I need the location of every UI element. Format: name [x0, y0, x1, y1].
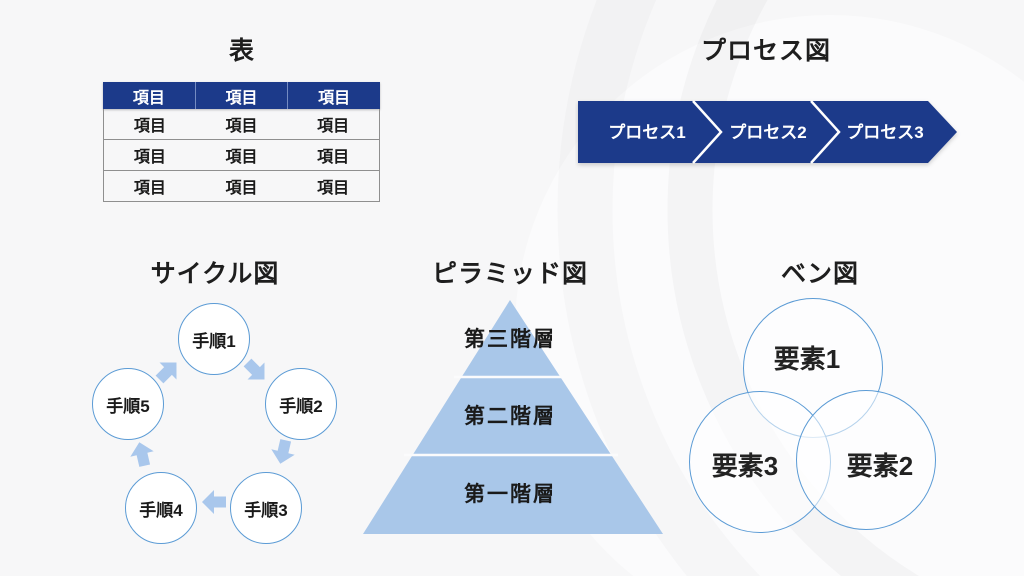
pyramid-section-title: ピラミッド図	[431, 260, 588, 288]
cycle-arrow-icon	[201, 489, 227, 515]
pyramid-level-label: 第三階層	[464, 328, 556, 351]
table-cell: 項目	[133, 180, 166, 197]
table-cell: 項目	[133, 118, 166, 135]
table-cell: 項目	[133, 149, 166, 166]
table-cell: 項目	[317, 149, 350, 166]
cycle-step-circle: 手順3	[230, 472, 302, 544]
cycle-step-circle: 手順2	[265, 368, 337, 440]
table-cell: 項目	[317, 118, 350, 135]
cycle-arrow-icon	[238, 353, 275, 390]
table-cell: 項目	[225, 149, 258, 166]
table-row: 項目 項目 項目	[104, 171, 379, 202]
process-separator	[692, 100, 723, 164]
table-header-cell: 項目	[318, 89, 351, 107]
table-header-row: 項目 項目 項目	[103, 82, 380, 109]
table-header-cell: 項目	[103, 82, 196, 109]
process-separator	[810, 100, 841, 164]
pyramid-diagram	[363, 300, 663, 534]
process-chevron-band	[578, 101, 957, 163]
table-header-cell: 項目	[196, 82, 289, 109]
process-step-label: プロセス2	[729, 122, 806, 142]
table-cell: 項目	[317, 180, 350, 197]
table-cell: 項目	[225, 180, 258, 197]
process-step-label: プロセス3	[846, 122, 923, 142]
pyramid-level-label: 第一階層	[464, 483, 556, 506]
pyramid-shape	[363, 300, 663, 534]
table-row: 項目 項目 項目	[104, 109, 379, 140]
process-chevron-diagram: プロセス1 プロセス2 プロセス3	[578, 100, 957, 164]
cycle-section-title: サイクル図	[150, 260, 280, 288]
cycle-arrow-icon	[126, 438, 157, 469]
venn-set-label: 要素2	[846, 451, 914, 481]
table-body: 項目 項目 項目 項目 項目 項目 項目 項目 項目	[103, 109, 380, 202]
venn-set-label: 要素1	[773, 344, 841, 374]
venn-circle-bottom-right	[796, 390, 936, 530]
sample-table: 項目 項目 項目 項目 項目 項目 項目 項目 項目 項目 項目 項目	[103, 82, 380, 202]
table-section-title: 表	[228, 37, 255, 65]
cycle-step-circle: 手順4	[125, 472, 197, 544]
cycle-arrow-icon	[267, 436, 298, 467]
cycle-arrow-icon	[150, 353, 187, 390]
venn-section-title: ベン図	[780, 260, 859, 288]
cycle-step-circle: 手順5	[92, 368, 164, 440]
table-cell: 項目	[225, 118, 258, 135]
process-section-title: プロセス図	[700, 37, 831, 65]
process-step-label: プロセス1	[608, 122, 685, 142]
pyramid-level-label: 第二階層	[464, 405, 556, 428]
cycle-step-circle: 手順1	[178, 303, 250, 375]
venn-set-label: 要素3	[711, 451, 779, 481]
table-row: 項目 項目 項目	[104, 140, 379, 171]
